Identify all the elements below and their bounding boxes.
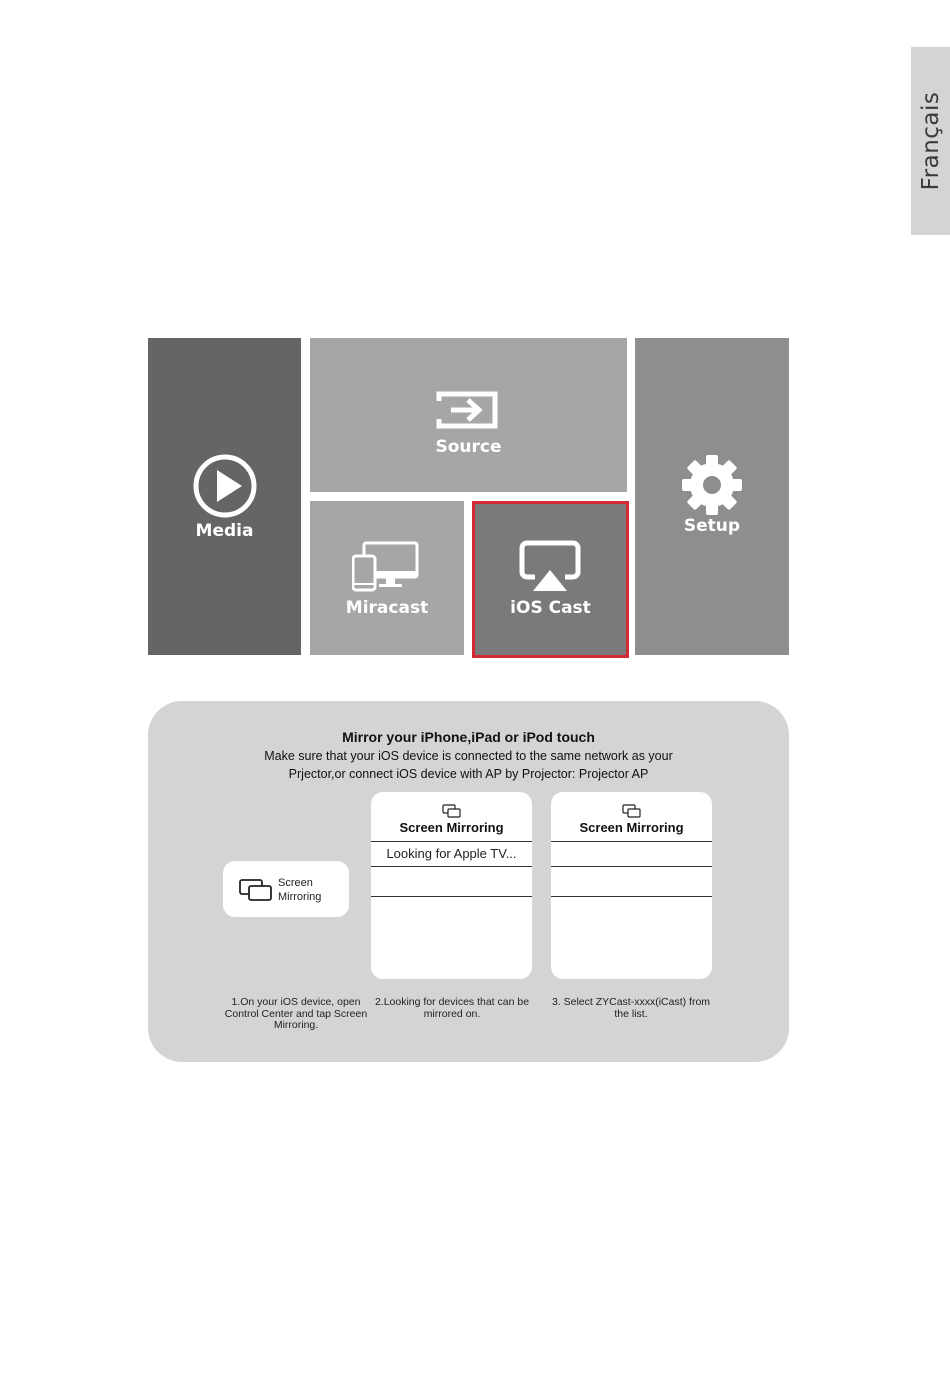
tile-miracast[interactable]: Miracast — [310, 501, 464, 655]
airplay-icon — [519, 540, 581, 591]
tile-setup[interactable]: Setup — [635, 338, 789, 655]
control-center-label-line1: Screen — [278, 877, 313, 889]
mirroring-dialog-title: Screen Mirroring — [579, 820, 684, 835]
step1-caption: 1.On your iOS device, open Control Cente… — [224, 996, 368, 1031]
step3-caption: 3. Select ZYCast-xxxx(iCast) from the li… — [551, 996, 711, 1020]
devices-icon — [352, 541, 419, 592]
play-icon — [193, 454, 257, 518]
device-list-divider — [551, 896, 712, 897]
screen-mirroring-icon — [239, 879, 272, 901]
control-center-mirroring-button: Screen Mirroring — [223, 861, 349, 917]
tile-setup-label: Setup — [683, 516, 741, 536]
instruction-text-line2: Prjector,or connect iOS device with AP b… — [288, 767, 649, 781]
device-list-row-empty — [551, 866, 712, 896]
instruction-title: Mirror your iPhone,iPad or iPod touch — [342, 729, 595, 745]
tile-ios-cast-label: iOS Cast — [510, 598, 591, 618]
instruction-panel: Mirror your iPhone,iPad or iPod touch Ma… — [148, 701, 789, 1062]
mirroring-dialog-select: Screen Mirroring — [551, 792, 712, 979]
step2-caption: 2.Looking for devices that can be mirror… — [374, 996, 530, 1020]
language-tab: Français — [911, 47, 950, 235]
gear-icon — [682, 455, 742, 515]
control-center-label-line2: Mirroring — [278, 891, 322, 903]
device-list-divider — [371, 896, 532, 897]
tile-source[interactable]: Source — [310, 338, 627, 492]
mirroring-dialog-searching: Screen Mirroring Looking for Apple TV... — [371, 792, 532, 979]
tile-miracast-label: Miracast — [345, 598, 429, 618]
tile-ios-cast[interactable]: iOS Cast — [472, 501, 629, 658]
tile-source-label: Source — [435, 437, 502, 457]
language-label: Français — [917, 91, 944, 191]
tile-media-label: Media — [195, 521, 254, 541]
device-list-row-empty — [551, 841, 712, 866]
screen-mirroring-icon — [441, 804, 461, 818]
mirroring-dialog-title: Screen Mirroring — [399, 820, 504, 835]
device-list-row-empty — [371, 866, 532, 896]
instruction-text-line1: Make sure that your iOS device is connec… — [264, 749, 673, 763]
source-input-icon — [436, 391, 498, 429]
screen-mirroring-icon — [621, 804, 641, 818]
device-list-status: Looking for Apple TV... — [371, 841, 532, 866]
tile-media[interactable]: Media — [148, 338, 301, 655]
